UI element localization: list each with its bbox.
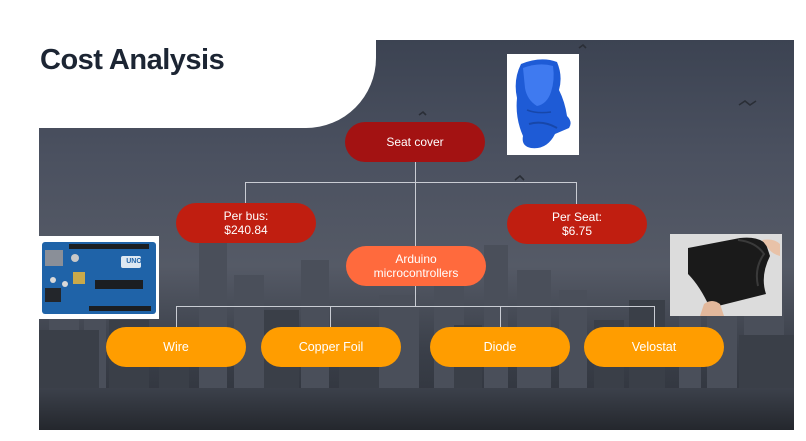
node-arduino-label: Arduino microcontrollers	[373, 252, 459, 280]
connector-line	[176, 306, 655, 307]
connector-line	[245, 182, 246, 204]
connector-line	[415, 285, 416, 307]
node-diode-label: Diode	[483, 340, 517, 354]
per-seat-value: $6.75	[561, 224, 593, 238]
node-wire-label: Wire	[163, 340, 189, 354]
seat-cover-photo	[507, 54, 579, 155]
slide-title: Cost Analysis	[40, 44, 225, 76]
node-velostat: Velostat	[584, 327, 724, 367]
node-seat-cover-label: Seat cover	[386, 135, 444, 149]
node-per-bus: Per bus: $240.84	[176, 203, 316, 243]
arduino-board-photo: UNO	[39, 236, 159, 319]
per-seat-label: Per Seat:	[551, 210, 603, 224]
connector-line	[500, 306, 501, 328]
node-wire: Wire	[106, 327, 246, 367]
velostat-image	[688, 237, 780, 316]
connector-line	[654, 306, 655, 328]
node-copper-foil-label: Copper Foil	[298, 340, 364, 354]
per-bus-value: $240.84	[224, 223, 268, 237]
connector-line	[176, 306, 177, 328]
connector-line	[330, 306, 331, 328]
connector-line	[415, 183, 416, 246]
arduino-board-label: UNO	[126, 258, 142, 265]
seat-cover-image	[515, 59, 571, 149]
node-per-seat: Per Seat: $6.75	[507, 204, 647, 244]
per-bus-label: Per bus:	[223, 209, 269, 223]
node-arduino: Arduino microcontrollers	[346, 246, 486, 286]
node-velostat-label: Velostat	[631, 340, 677, 354]
connector-line	[576, 182, 577, 204]
node-seat-cover: Seat cover	[345, 122, 485, 162]
title-background	[0, 0, 376, 128]
connector-line	[245, 182, 577, 183]
velostat-sheet-photo	[670, 234, 782, 316]
connector-line	[415, 162, 416, 183]
node-diode: Diode	[430, 327, 570, 367]
node-copper-foil: Copper Foil	[261, 327, 401, 367]
arduino-image	[42, 242, 156, 314]
